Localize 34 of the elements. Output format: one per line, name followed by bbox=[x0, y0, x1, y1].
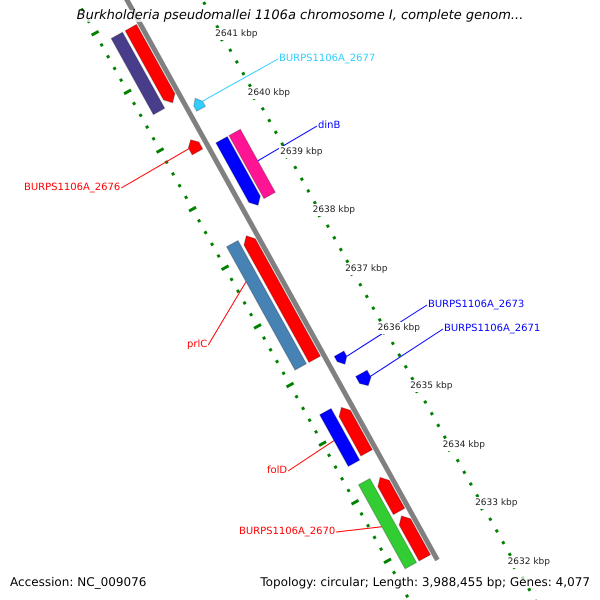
gene-label: BURPS1106A_2673 bbox=[428, 299, 524, 311]
gene-label: BURPS1106A_2671 bbox=[444, 323, 540, 335]
tick-label: 2635 kbp bbox=[409, 380, 454, 392]
tick-label: 2638 kbp bbox=[312, 204, 356, 216]
tick-label: 2641 kbp bbox=[214, 28, 259, 40]
gene-marker bbox=[188, 139, 204, 156]
gene-bar bbox=[228, 128, 276, 200]
leader-line bbox=[288, 440, 335, 472]
footer-text: Accession: NC_009076 bbox=[10, 576, 146, 588]
gene-marker bbox=[334, 350, 348, 365]
gene-label: BURPS1106A_2670 bbox=[239, 526, 336, 538]
leader-line bbox=[336, 526, 382, 532]
leader-line bbox=[257, 126, 318, 162]
gene-label: BURPS1106A_2677 bbox=[279, 53, 376, 65]
gene-marker bbox=[193, 98, 206, 112]
tick-label: 2633 kbp bbox=[474, 497, 518, 510]
tick-label: 2634 kbp bbox=[442, 438, 486, 451]
leader-line bbox=[202, 58, 278, 102]
tick-label: 2632 kbp bbox=[506, 556, 551, 568]
gene-label: BURPS1106A_2676 bbox=[24, 182, 120, 194]
tick-label: 2636 kbp bbox=[376, 322, 421, 334]
tick-label: 2637 kbp bbox=[344, 262, 388, 275]
gene-label: prlC bbox=[187, 339, 208, 351]
tick-label: 2640 kbp bbox=[246, 87, 291, 100]
gene-label: folD bbox=[267, 465, 288, 477]
gene-bar bbox=[226, 240, 308, 371]
leader-line bbox=[120, 148, 190, 188]
gene-label: dinB bbox=[318, 120, 340, 132]
leader-line bbox=[208, 281, 246, 346]
gene-marker bbox=[355, 370, 372, 386]
leader-line bbox=[370, 328, 444, 377]
gene-bar bbox=[358, 478, 418, 570]
tick-label: 2639 kbp bbox=[279, 146, 324, 158]
gene-bar bbox=[319, 408, 360, 468]
